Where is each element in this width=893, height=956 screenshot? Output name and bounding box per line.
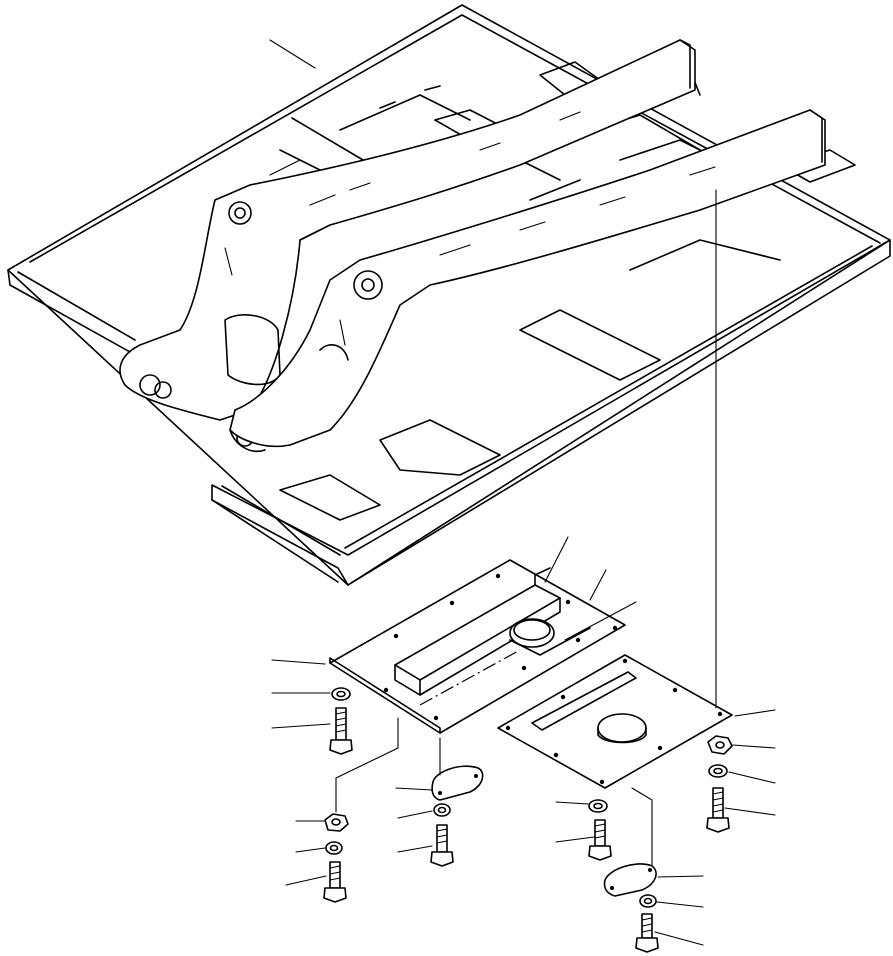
small-cover-left xyxy=(431,765,484,801)
small-cover-right xyxy=(603,863,657,897)
under-cover-plate-left xyxy=(329,559,626,734)
under-cover-plate-right xyxy=(497,654,733,789)
assembly-lines xyxy=(335,189,717,867)
arm-detail-strokes xyxy=(224,111,716,346)
left-boom-arm xyxy=(119,39,696,452)
right-boom-arm xyxy=(229,109,826,448)
main-frame xyxy=(7,4,891,586)
callout-leaders xyxy=(269,39,776,946)
fasteners xyxy=(323,687,733,953)
